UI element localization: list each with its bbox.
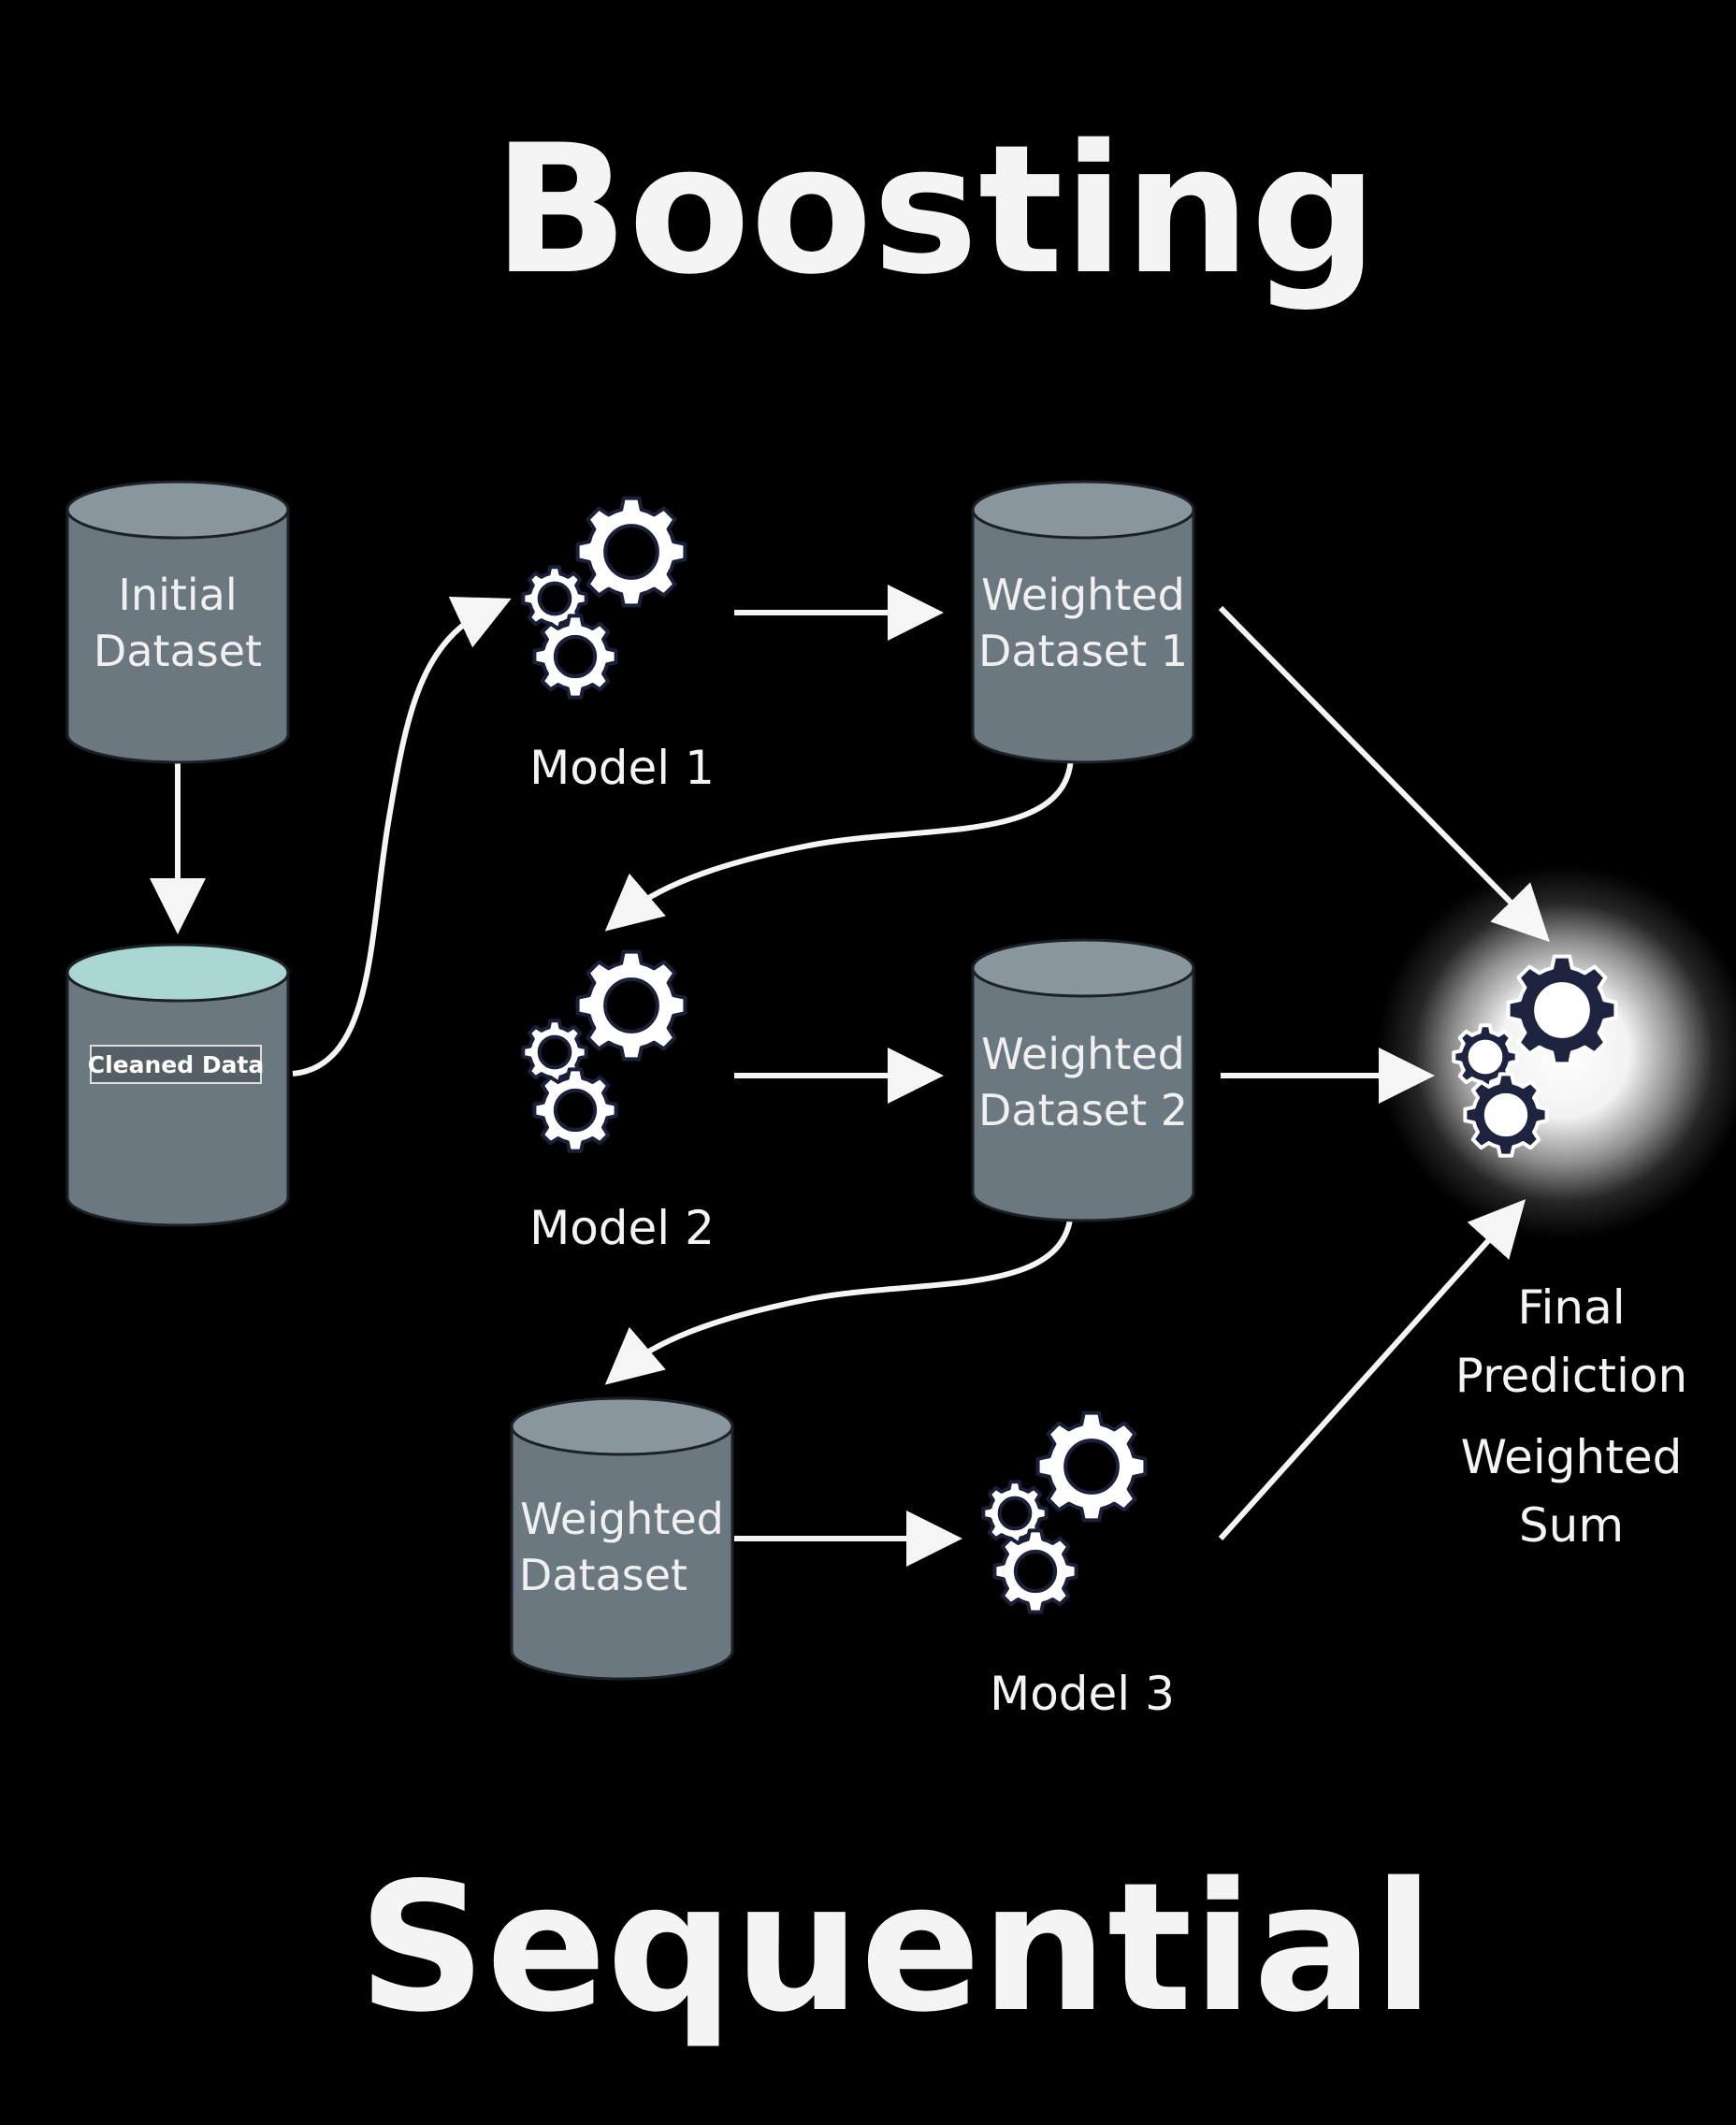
arrow-weighted2-to-weighted3	[604, 1210, 1074, 1385]
arrow-cleaned-to-model1	[292, 597, 512, 1077]
cleaned-data-label-box	[90, 1045, 262, 1084]
final-prediction-gears-icon	[1452, 954, 1618, 1158]
cylinder-top	[65, 480, 290, 540]
weighted-dataset-1-cylinder	[971, 480, 1195, 764]
weighted-dataset-1-label-2: Dataset 1	[978, 626, 1188, 676]
gear-hole	[997, 1496, 1033, 1531]
model-2-gears-icon	[521, 949, 687, 1153]
final-label-1: Final	[1517, 1280, 1625, 1335]
model-1-label: Model 1	[529, 741, 715, 795]
weighted-dataset-3-label-2: Dataset	[519, 1550, 687, 1600]
arrow-model3-to-final	[1218, 1199, 1526, 1541]
gear-hole	[537, 581, 572, 616]
gear-hole	[1063, 1438, 1120, 1495]
final-label-4: Sum	[1519, 1498, 1624, 1553]
gear-hole	[537, 1034, 572, 1070]
gear-hole	[603, 977, 659, 1034]
cylinder-body	[510, 1424, 734, 1681]
gear-hole	[553, 1088, 598, 1133]
gear-hole	[1013, 1549, 1058, 1594]
cylinder-body	[971, 966, 1195, 1222]
cylinder-top	[510, 1396, 734, 1456]
weighted-dataset-1-label-1: Weighted	[981, 570, 1185, 620]
arrow-weighted1-to-final	[1218, 605, 1550, 943]
final-label-3: Weighted	[1461, 1430, 1683, 1484]
gear-hole	[553, 634, 598, 679]
weighted-dataset-2-cylinder	[971, 938, 1195, 1222]
initial-dataset-cylinder	[65, 480, 290, 764]
gear-hole	[603, 524, 659, 580]
cylinder-top	[971, 480, 1195, 540]
weighted-dataset-3-cylinder	[510, 1396, 734, 1681]
model-1-gears-icon	[521, 496, 687, 700]
page-title: Boosting	[493, 107, 1378, 313]
initial-dataset-label-1: Initial	[118, 570, 237, 620]
initial-dataset-label-2: Dataset	[94, 626, 262, 676]
gear-hole	[1468, 1039, 1503, 1075]
model-3-label: Model 3	[990, 1667, 1175, 1721]
arrow-weighted1-to-model2	[604, 757, 1074, 932]
cleaned-data-cylinder	[65, 943, 290, 1227]
cylinder-body	[65, 508, 290, 764]
final-label-2: Prediction	[1455, 1349, 1687, 1403]
cylinder-top	[65, 943, 290, 1003]
cleaned-data-label: Cleaned Data	[88, 1051, 265, 1078]
model-3-gears-icon	[981, 1410, 1148, 1614]
gear-hole	[1534, 982, 1590, 1038]
datasets	[65, 480, 1195, 1681]
arrows	[150, 585, 1550, 1567]
model-2-label: Model 2	[529, 1201, 715, 1255]
cylinder-body	[65, 971, 290, 1227]
weighted-dataset-2-label-2: Dataset 2	[978, 1085, 1188, 1135]
cylinder-body	[971, 508, 1195, 764]
weighted-dataset-3-label-1: Weighted	[520, 1494, 724, 1544]
footer-title: Sequential	[358, 1844, 1434, 2051]
weighted-dataset-2-label-1: Weighted	[981, 1029, 1185, 1079]
gear-hole	[1483, 1092, 1528, 1137]
cylinder-top	[971, 938, 1195, 998]
